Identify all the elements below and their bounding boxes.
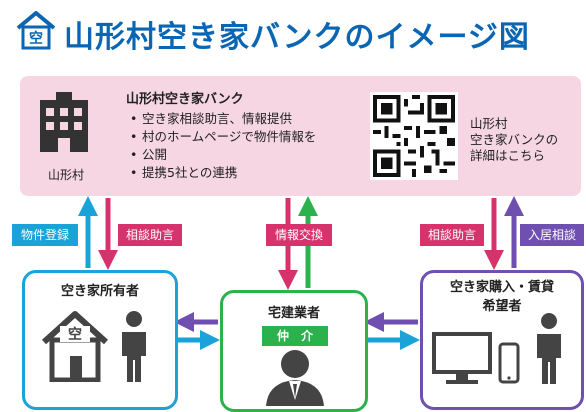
- mediator-badge: 仲 介: [262, 326, 328, 346]
- qr-note-line: 山形村: [470, 116, 508, 131]
- register-tag: 物件登録: [12, 224, 78, 246]
- monitor-icon: [432, 332, 492, 384]
- advice-tag-left: 相談助言: [118, 224, 182, 246]
- bank-name: 山形村空き家バンク: [126, 92, 244, 107]
- advice-tag-right: 相談助言: [420, 224, 484, 246]
- bank-services-list: 空き家相談助言、情報提供 村のホームページで物件情報を 公開 提携5社との連携: [130, 110, 316, 182]
- qr-note-line: 詳細はこちら: [470, 148, 546, 163]
- page-title: 山形村空き家バンクのイメージ図: [64, 20, 530, 55]
- service-item: 空き家相談助言、情報提供: [130, 110, 316, 128]
- house-icon-glyph: 空: [29, 30, 43, 47]
- person-icon: [122, 311, 146, 382]
- buyer-title: 空き家購入・賃貸 希望者: [423, 278, 581, 316]
- move-in-tag: 入居相談: [520, 224, 584, 246]
- house-icon: 空: [16, 11, 56, 50]
- service-item-continued: 公開: [130, 146, 316, 164]
- service-item: 提携5社との連携: [130, 164, 316, 182]
- qr-code[interactable]: [370, 92, 458, 180]
- owner-title: 空き家所有者: [60, 284, 139, 299]
- house-icon: 空: [41, 311, 109, 382]
- building-icon: [40, 92, 88, 152]
- agent-title: 宅建業者: [267, 306, 320, 321]
- buyer-title-line: 希望者: [482, 299, 522, 314]
- businessman-icon: [266, 350, 324, 406]
- person-icon: [537, 313, 561, 384]
- qr-note-line: 空き家バンクの: [470, 132, 559, 147]
- house-glyph: 空: [68, 326, 82, 343]
- service-item: 村のホームページで物件情報を: [130, 128, 316, 146]
- info-exchange-tag: 情報交換: [266, 224, 332, 246]
- village-label: 山形村: [48, 168, 85, 182]
- buyer-title-line: 空き家購入・賃貸: [449, 280, 554, 295]
- qr-note: 山形村 空き家バンクの 詳細はこちら: [470, 116, 558, 164]
- smartphone-icon: [498, 342, 520, 384]
